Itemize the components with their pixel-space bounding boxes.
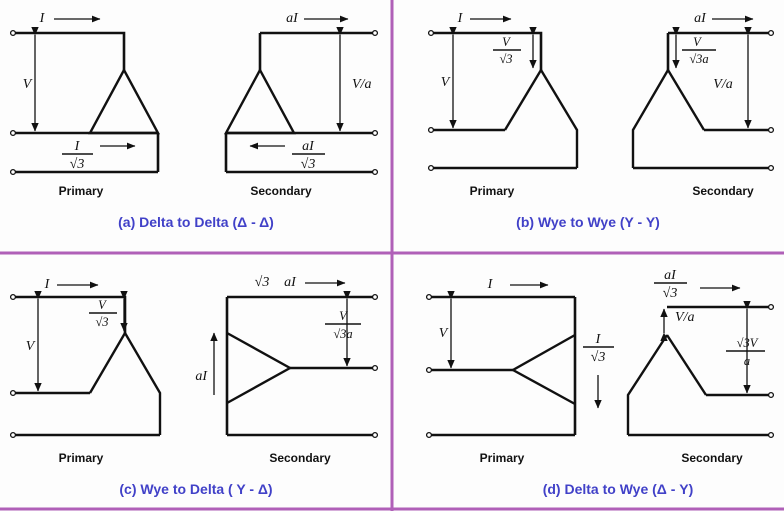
role-label-primary: Primary [480, 451, 525, 465]
label-primary-line-voltage: V [26, 339, 36, 354]
label-primary-phase-voltage-den: √3 [499, 52, 512, 66]
terminal-dot [371, 293, 379, 301]
label-secondary-top-current: aI [286, 11, 299, 26]
caption-a: (a) Delta to Delta (Δ - Δ) [118, 214, 274, 230]
quadrant-b: I V √3 V Primary [427, 11, 775, 230]
label-secondary-top-current-prefix: √3 [255, 275, 270, 290]
terminal-dot [9, 389, 17, 397]
role-label-primary: Primary [59, 451, 104, 465]
label-secondary-side-current: aI [195, 369, 208, 384]
label-primary-top-current: I [44, 277, 51, 292]
label-primary-line-voltage: V [23, 77, 33, 92]
terminal-dot [425, 366, 433, 374]
label-primary-top-current: I [457, 11, 464, 26]
label-primary-line-voltage: V [439, 326, 449, 341]
terminal-dot [371, 29, 379, 37]
label-primary-phase-voltage-num: V [98, 298, 107, 312]
role-label-secondary: Secondary [692, 184, 754, 198]
label-primary-top-current: I [487, 277, 494, 292]
terminal-dot [9, 293, 17, 301]
label-primary-side-current-den: √3 [591, 350, 606, 365]
terminal-dot [371, 431, 379, 439]
quadrant-d-primary: I V I √3 Primary [425, 277, 614, 465]
label-secondary-phase-voltage: V/a [675, 310, 694, 325]
terminal-dot [427, 126, 435, 134]
label-secondary-line-voltage-num: √3V [737, 336, 759, 350]
quadrant-c-secondary: √3 aI aI V √3a Secondary [195, 275, 379, 465]
label-secondary-phase-current-num: aI [302, 139, 315, 154]
terminal-dot [767, 29, 775, 37]
label-secondary-top-current: aI [694, 11, 707, 26]
terminal-dot [767, 431, 775, 439]
terminal-dot [425, 431, 433, 439]
quadrant-c-primary: I V √3 V Primary [9, 277, 162, 465]
label-secondary-line-voltage: V/a [713, 77, 732, 92]
quadrant-d-secondary: aI √3 V/a √3V a Secondary [626, 268, 775, 465]
terminal-dot [767, 164, 775, 172]
label-secondary-line-voltage: V/a [352, 77, 371, 92]
terminal-dot [767, 391, 775, 399]
terminal-dot [9, 431, 17, 439]
terminal-dot [371, 129, 379, 137]
terminal-dot [371, 364, 379, 372]
terminal-dot [767, 303, 775, 311]
label-secondary-phase-voltage-num: V [693, 35, 702, 49]
label-secondary-top-current-num: aI [664, 268, 677, 283]
caption-d: (d) Delta to Wye (Δ - Y) [543, 481, 694, 497]
label-primary-side-current-num: I [595, 332, 602, 347]
label-primary-phase-current-num: I [74, 139, 81, 154]
label-primary-line-voltage: V [441, 75, 451, 90]
quadrant-b-primary: I V √3 V Primary [427, 11, 579, 198]
label-primary-top-current: I [39, 11, 46, 26]
label-primary-phase-voltage-num: V [502, 35, 511, 49]
label-secondary-phase-voltage-den: √3a [689, 52, 708, 66]
role-label-secondary: Secondary [269, 451, 331, 465]
quadrant-d: I V I √3 Primary aI [425, 268, 775, 497]
label-primary-phase-voltage-den: √3 [95, 315, 108, 329]
quadrant-a-secondary: aI V/a aI √3 Secondary [223, 11, 379, 198]
role-label-primary: Primary [470, 184, 515, 198]
terminal-dot [427, 29, 435, 37]
terminal-dot [9, 168, 17, 176]
terminal-dot [371, 168, 379, 176]
quadrant-b-secondary: aI V √3a V/a Secondary [631, 11, 775, 198]
terminal-dot [427, 164, 435, 172]
terminal-dot [425, 293, 433, 301]
label-primary-phase-current-den: √3 [70, 157, 85, 172]
quadrant-a: I V I √3 Primary [9, 11, 379, 230]
terminal-dot [9, 29, 17, 37]
caption-c: (c) Wye to Delta ( Y - Δ) [119, 481, 272, 497]
caption-b: (b) Wye to Wye (Y - Y) [516, 214, 660, 230]
label-secondary-top-current: aI [284, 275, 297, 290]
quadrant-c: I V √3 V Primary √3 [9, 275, 379, 497]
role-label-secondary: Secondary [250, 184, 312, 198]
label-secondary-phase-voltage-den: √3a [333, 327, 352, 341]
quadrant-a-primary: I V I √3 Primary [9, 11, 161, 198]
role-label-secondary: Secondary [681, 451, 743, 465]
label-secondary-line-voltage-den: a [744, 354, 750, 368]
label-secondary-top-current-den: √3 [663, 286, 678, 301]
terminal-dot [767, 126, 775, 134]
role-label-primary: Primary [59, 184, 104, 198]
label-secondary-phase-current-den: √3 [301, 157, 316, 172]
terminal-dot [9, 129, 17, 137]
label-secondary-phase-voltage-num: V [339, 309, 348, 323]
